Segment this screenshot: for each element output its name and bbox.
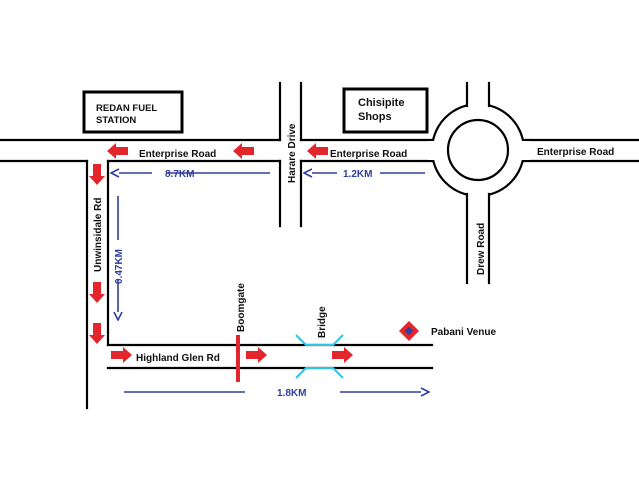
boomgate: Boomgate [236, 283, 247, 382]
direction-arrow-icon [107, 143, 128, 159]
bridge-label: Bridge [317, 306, 328, 338]
pabani-venue: Pabani Venue [399, 321, 496, 341]
direction-arrows [89, 143, 353, 363]
boomgate-label: Boomgate [236, 283, 247, 332]
distance-label-8-7km: 8.7KM [165, 169, 194, 180]
road-label-unwinsidale: Unwinsidale Rd [93, 198, 104, 272]
direction-arrow-icon [89, 164, 105, 185]
road-label-enterprise-east: Enterprise Road [537, 147, 614, 158]
road-label-enterprise-west: Enterprise Road [139, 149, 216, 160]
road-network [0, 81, 639, 410]
roundabout-inner [446, 118, 510, 182]
road-label-enterprise-mid: Enterprise Road [330, 149, 407, 160]
direction-arrow-icon [233, 143, 254, 159]
redan-fuel-station: REDAN FUEL STATION [82, 90, 184, 134]
redan-label-line1: REDAN FUEL [96, 103, 157, 114]
distance-label-1-2km: 1.2KM [343, 169, 372, 180]
redan-label-line2: STATION [96, 115, 136, 126]
direction-arrow-icon [332, 347, 353, 363]
direction-arrow-icon [307, 143, 328, 159]
direction-arrow-icon [89, 323, 105, 344]
chisipite-shops: Chisipite Shops [342, 87, 429, 134]
direction-arrow-icon [89, 282, 105, 303]
road-label-harare-drive: Harare Drive [287, 123, 298, 183]
bridge-south-rail [295, 367, 344, 379]
direction-arrow-icon [111, 347, 132, 363]
distance-label-1-8km: 1.8KM [277, 388, 306, 399]
venue-label: Pabani Venue [431, 327, 496, 338]
chisipite-label-line1: Chisipite [358, 97, 404, 109]
chisipite-label-line2: Shops [358, 111, 392, 123]
bridge-north-rail [295, 334, 344, 346]
bridge: Bridge [295, 306, 344, 379]
direction-arrow-icon [246, 347, 267, 363]
distance-markers: 8.7KM 1.2KM 0.47KM 1.8KM [112, 169, 428, 399]
road-label-highland-glen: Highland Glen Rd [136, 353, 220, 364]
distance-label-0-47km: 0.47KM [114, 249, 125, 284]
road-label-drew-road: Drew Road [476, 223, 487, 275]
